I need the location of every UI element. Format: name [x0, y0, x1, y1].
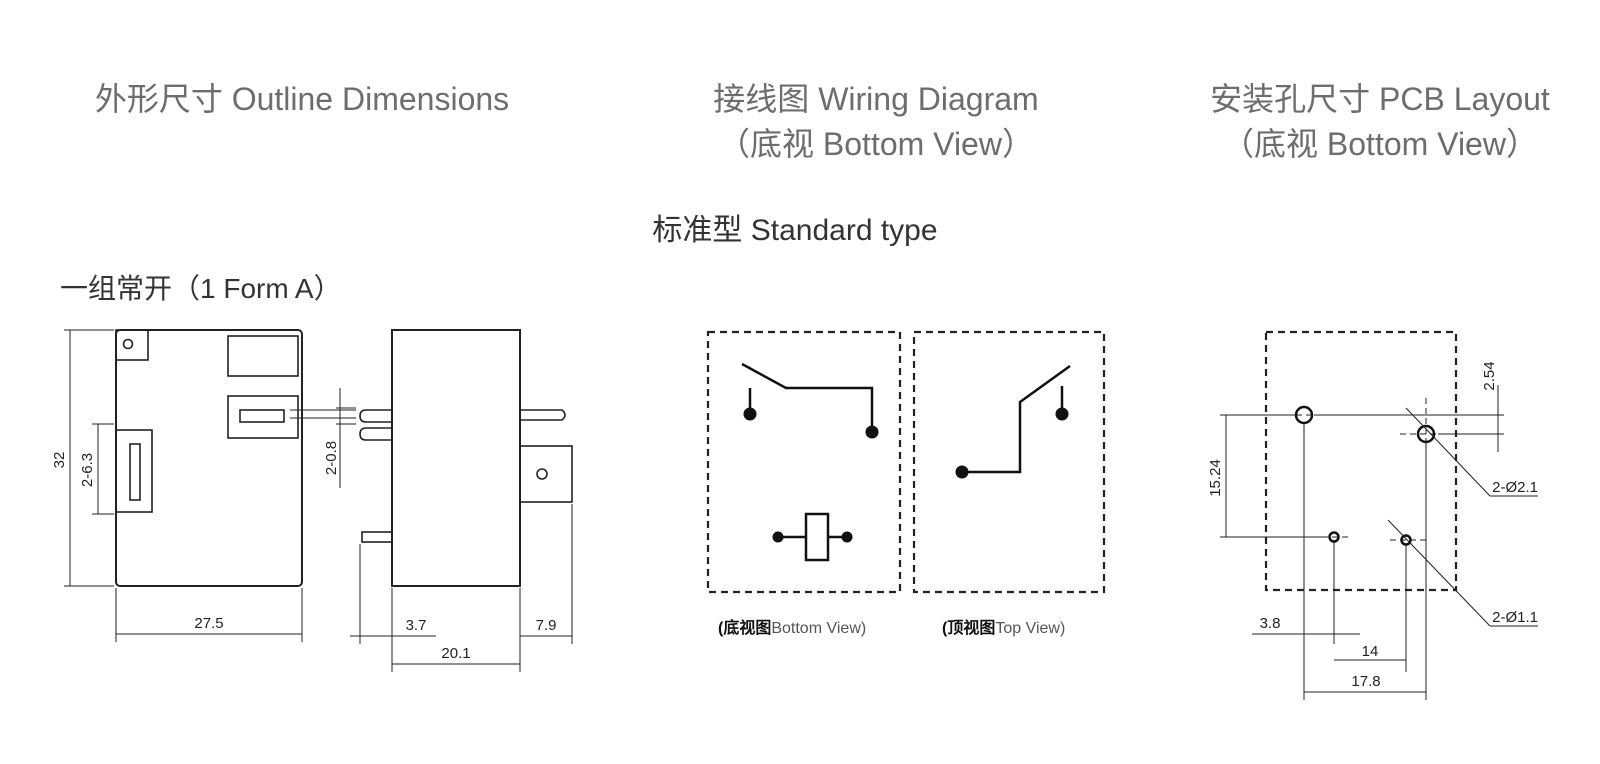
terminal-slot-inner	[239, 409, 285, 423]
dim-pin-offset: 3.7	[406, 617, 427, 634]
dim-tab-length: 7.9	[536, 617, 557, 634]
dim-depth: 20.1	[441, 645, 470, 662]
wiring-subheader: （底视 Bottom View）	[718, 126, 1034, 162]
dim-pin-thickness: 2-0.8	[323, 441, 340, 475]
dim-x1: 3.8	[1260, 615, 1281, 632]
pcb-hole-small	[1328, 531, 1340, 543]
relay-body-front	[115, 329, 303, 587]
wiring-bottom-view	[706, 330, 902, 594]
pin-upper	[359, 409, 392, 423]
terminal-dot	[1055, 407, 1069, 421]
terminal-slot-left	[115, 429, 153, 513]
pcb-hole-small	[1400, 534, 1412, 546]
qc-tab-hole	[536, 468, 548, 480]
wiring-header: 接线图 Wiring Diagram	[713, 81, 1038, 117]
pcb-layout: 2.54 15.24 2-Ø2.1 2-Ø1.1 3.8 14 17.8	[1207, 330, 1538, 700]
bottom-view-box	[706, 330, 902, 594]
dim-x2: 14	[1362, 643, 1379, 660]
top-view-caption-en: Top View)	[995, 620, 1065, 637]
top-view-box	[912, 330, 1106, 594]
pin-lower	[359, 427, 392, 441]
outline-header: 外形尺寸 Outline Dimensions	[95, 81, 509, 117]
outline-side-view: 2-0.8 3.7 7.9 20.1	[290, 329, 573, 672]
pcb-outline-box	[1264, 330, 1458, 592]
wiring-top-view	[912, 330, 1106, 594]
relay-body-side	[391, 329, 521, 587]
dim-width: 27.5	[194, 615, 223, 632]
switch-blade	[741, 362, 874, 428]
pin-right	[520, 409, 566, 421]
standard-type-title: 标准型 Standard type	[652, 214, 937, 247]
coil-terminal	[772, 531, 784, 543]
terminal-slot-left-inner	[129, 443, 141, 501]
coil	[804, 512, 830, 562]
bottom-view-caption: (底视图Bottom View)	[718, 618, 866, 637]
pcb-header: 安装孔尺寸 PCB Layout	[1210, 81, 1550, 117]
switch-blade-top	[962, 364, 1071, 474]
form-label: 一组常开（1 Form A）	[60, 273, 342, 304]
bottom-view-caption-en: Bottom View)	[771, 620, 866, 637]
coil-terminal	[841, 531, 853, 543]
dim-height: 32	[51, 452, 68, 469]
top-view-caption-cn: (顶视图	[942, 618, 995, 637]
pcb-subheader: （底视 Bottom View）	[1222, 126, 1538, 162]
top-view-caption: (顶视图Top View)	[942, 618, 1065, 637]
terminal-dot	[865, 425, 879, 439]
outline-front-view: 32 2-6.3 27.5	[51, 329, 303, 642]
dim-row-pitch: 2.54	[1481, 361, 1498, 390]
label-window	[227, 335, 299, 377]
dim-x3: 17.8	[1351, 673, 1380, 690]
terminal-slot-top	[227, 395, 299, 439]
corner-mark	[115, 329, 149, 361]
terminal-dot	[743, 407, 757, 421]
terminal-dot	[955, 465, 969, 479]
dim-hole-small: 2-Ø1.1	[1492, 609, 1538, 626]
corner-hole	[122, 338, 134, 350]
dim-vertical: 15.24	[1207, 459, 1224, 497]
bottom-view-caption-cn: (底视图	[718, 618, 771, 637]
dim-hole-large: 2-Ø2.1	[1492, 479, 1538, 496]
qc-tab	[519, 445, 573, 503]
pin-bottom	[361, 531, 393, 543]
dim-terminal-width: 2-6.3	[79, 453, 96, 487]
